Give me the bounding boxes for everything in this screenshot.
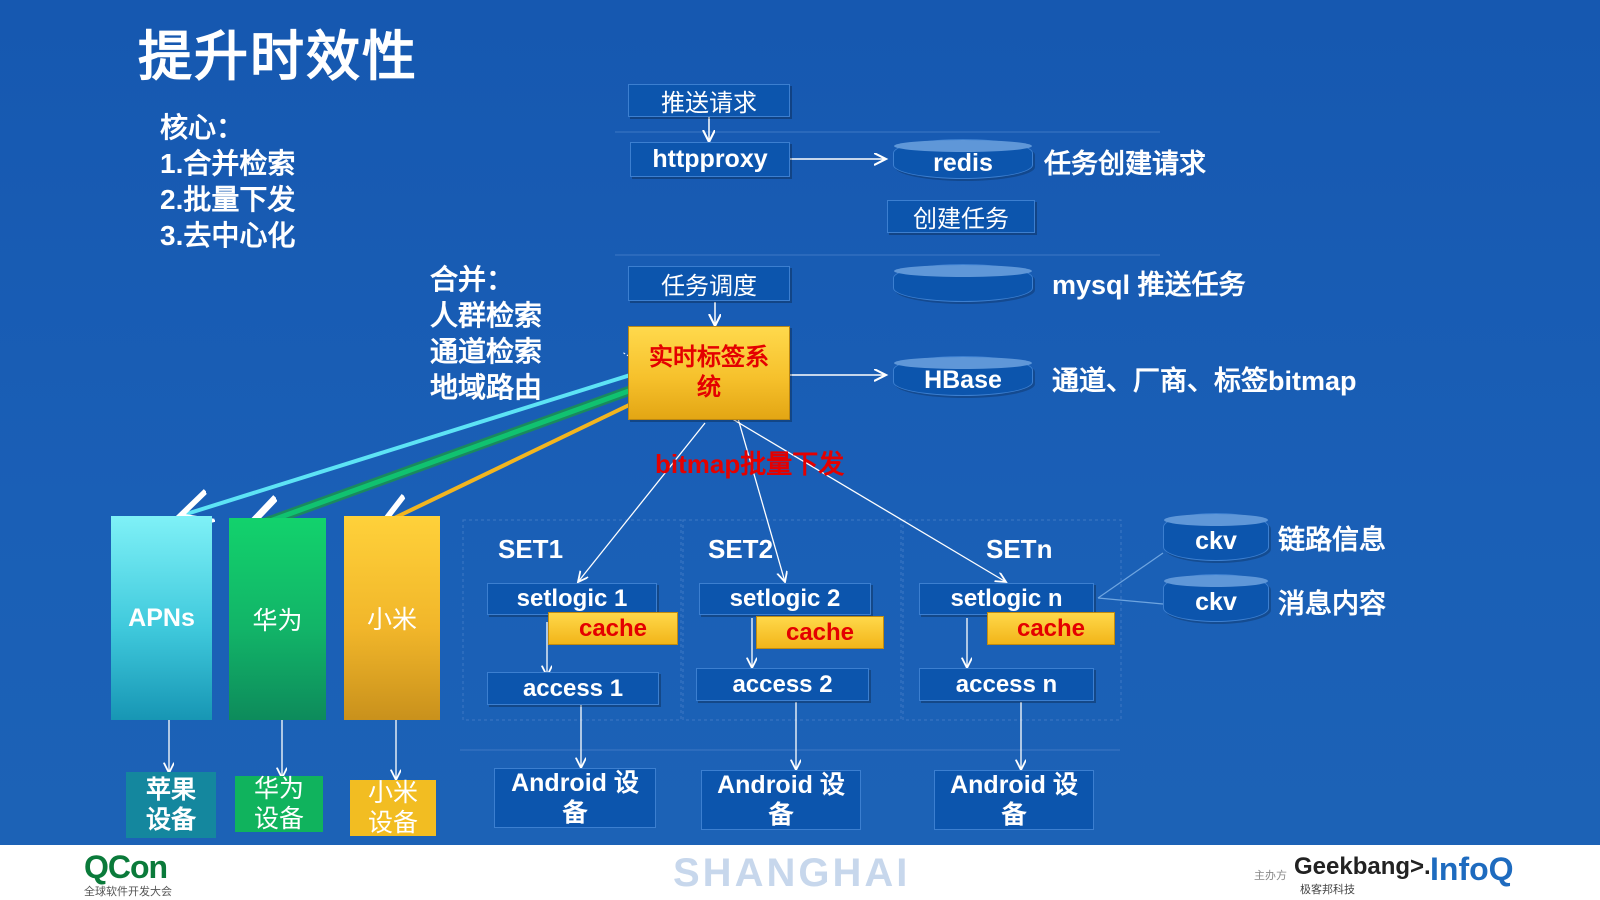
set1-cache-box: cache <box>548 612 678 645</box>
apple-device-line: 苹果 <box>145 776 196 804</box>
set2-cache-box: cache <box>756 616 884 649</box>
ckv-message-note: 消息内容 <box>1278 589 1386 619</box>
merge-item: 通道检索 <box>430 336 543 367</box>
redis-label: redis <box>933 148 993 177</box>
xiaomi-column: 小米 <box>344 516 440 720</box>
qcon-logo: QCon <box>84 849 168 885</box>
set2-android-device-box: Android 设 备 <box>701 770 861 830</box>
xiaomi-device-line: 小米 <box>367 779 418 807</box>
apns-column: APNs <box>111 516 212 720</box>
footer: QCon 全球软件开发大会 SHANGHAI 主办方 Geekbang>. 极客… <box>0 845 1600 900</box>
qcon-subtitle: 全球软件开发大会 <box>84 886 172 898</box>
ckv-link-label: ckv <box>1195 526 1237 555</box>
huawei-device-box: 华为 设备 <box>235 775 323 833</box>
geekbang-logo: Geekbang>. <box>1294 853 1431 880</box>
xiaomi-device-line: 设备 <box>367 809 418 837</box>
merge-heading: 合并： <box>430 264 515 295</box>
set2-access-box: access 2 <box>696 668 869 701</box>
create-task-box: 创建任务 <box>887 200 1035 233</box>
xiaomi-device-box: 小米 设备 <box>350 779 436 837</box>
merge-points: 合并： 人群检索 通道检索 地域路由 <box>430 262 542 406</box>
set2-android-device-line: 备 <box>768 801 794 829</box>
infoq-logo: InfoQ <box>1430 851 1514 887</box>
core-points: 核心： 1.合并检索 2.批量下发 3.去中心化 <box>160 110 295 254</box>
huawei-column: 华为 <box>229 518 326 720</box>
geekbang-subtitle: 极客邦科技 <box>1300 884 1355 896</box>
ckv-link-note: 链路信息 <box>1278 525 1386 555</box>
hbase-note: 通道、厂商、标签bitmap <box>1052 366 1357 396</box>
setn-logic-box: setlogic n <box>919 583 1094 615</box>
bitmap-note: bitmap批量下发 <box>655 449 845 479</box>
tag-system-box: 实时标签系统 <box>628 326 790 420</box>
ckv-message-label: ckv <box>1195 587 1237 616</box>
setn-label: SETn <box>986 534 1053 564</box>
setn-android-device-line: Android 设 <box>950 771 1078 799</box>
slide-title: 提升时效性 <box>138 27 418 87</box>
set1-android-device-line: 备 <box>562 799 588 827</box>
httpproxy-box: httpproxy <box>630 142 790 177</box>
merge-item: 人群检索 <box>430 300 543 331</box>
core-item: 1.合并检索 <box>160 148 296 179</box>
redis-note: 任务创建请求 <box>1044 149 1206 179</box>
organizer-label: 主办方 <box>1254 870 1287 882</box>
setn-access-box: access n <box>919 668 1094 701</box>
core-item: 3.去中心化 <box>160 220 296 251</box>
apple-device-box: 苹果 设备 <box>126 772 216 838</box>
ckv-message-cylinder: ckv <box>1163 574 1269 622</box>
set1-android-device-line: Android 设 <box>511 769 639 797</box>
scheduler-box: 任务调度 <box>628 266 790 301</box>
city-watermark: SHANGHAI <box>673 851 911 895</box>
mysql-note: mysql 推送任务 <box>1052 270 1246 300</box>
redis-cylinder: redis <box>893 139 1033 179</box>
core-item: 2.批量下发 <box>160 184 296 215</box>
setn-android-device-line: 备 <box>1001 801 1027 829</box>
core-heading: 核心： <box>160 112 245 143</box>
set1-android-device-box: Android 设 备 <box>494 768 656 828</box>
push-request-box: 推送请求 <box>628 84 790 117</box>
setn-android-device-box: Android 设 备 <box>934 770 1094 830</box>
set1-logic-box: setlogic 1 <box>487 583 657 615</box>
ckv-link-cylinder: ckv <box>1163 513 1269 561</box>
huawei-device-line: 设备 <box>253 805 304 833</box>
hbase-label: HBase <box>924 365 1002 394</box>
huawei-device-line: 华为 <box>253 775 304 803</box>
merge-item: 地域路由 <box>430 372 543 403</box>
set2-logic-box: setlogic 2 <box>699 583 871 615</box>
slide: 提升时效性 核心： 1.合并检索 2.批量下发 3.去中心化 合并： 人群检索 … <box>0 0 1600 845</box>
set1-label: SET1 <box>498 534 564 564</box>
set2-android-device-line: Android 设 <box>717 771 845 799</box>
set1-access-box: access 1 <box>487 672 659 705</box>
apple-device-line: 设备 <box>145 806 196 834</box>
mysql-cylinder <box>893 264 1033 302</box>
set2-label: SET2 <box>708 534 774 564</box>
setn-cache-box: cache <box>987 612 1115 645</box>
hbase-cylinder: HBase <box>893 356 1033 396</box>
